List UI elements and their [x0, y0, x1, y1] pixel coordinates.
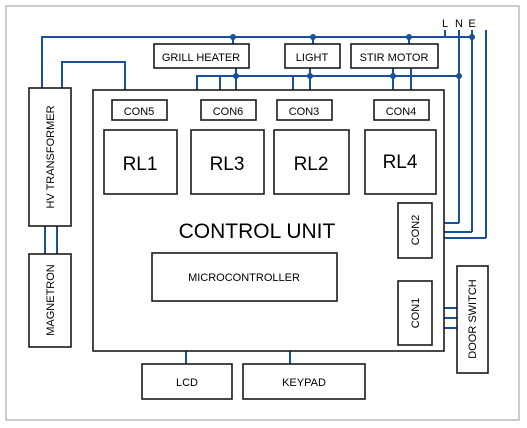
terminal-L-label: L	[442, 18, 448, 30]
terminal-N-label: N	[455, 18, 463, 30]
hv-transformer-box	[28, 87, 72, 227]
lcd-label: LCD	[176, 377, 198, 389]
junction-dot	[456, 73, 462, 79]
junction-dot	[390, 73, 396, 79]
outer-frame	[5, 5, 520, 421]
relay-rl1	[103, 129, 178, 195]
con6-label: CON6	[213, 106, 244, 118]
con3-box	[276, 99, 333, 121]
door-switch-label: DOOR SWITCH	[467, 279, 479, 358]
terminal-E-label: E	[468, 18, 475, 30]
grill-heater-label: GRILL HEATER	[162, 52, 240, 64]
junction-dot	[469, 34, 475, 40]
junction-dot	[307, 73, 313, 79]
wire-live-top	[41, 36, 472, 88]
con6-box	[200, 99, 257, 121]
door-switch-box	[456, 265, 489, 374]
relay-rl4	[364, 129, 437, 195]
relay-rl3	[190, 129, 265, 195]
light-label: LIGHT	[296, 52, 329, 64]
con3-label: CON3	[289, 106, 320, 118]
light-box	[284, 43, 341, 69]
keypad-box	[242, 363, 366, 400]
control-unit-title: CONTROL UNIT	[179, 220, 336, 243]
junction-dot	[233, 73, 239, 79]
con1-label: CON1	[410, 298, 422, 329]
junction-dot	[406, 34, 412, 40]
con2-label: CON2	[410, 215, 422, 246]
relay-rl2	[273, 129, 350, 195]
con4-label: CON4	[386, 106, 417, 118]
junction-dot	[310, 34, 316, 40]
hv-transformer-label: HV TRANSFORMER	[45, 105, 57, 208]
wire-hvt-con5	[61, 61, 126, 96]
relay-rl1-label: RL1	[123, 154, 158, 175]
lcd-box	[141, 363, 233, 400]
grill-heater-box	[153, 43, 250, 69]
con5-label: CON5	[124, 106, 155, 118]
junction-dot	[230, 34, 236, 40]
relay-rl3-label: RL3	[210, 154, 245, 175]
con5-box	[111, 99, 168, 121]
stir-motor-box	[350, 43, 439, 69]
con4-box	[373, 99, 430, 121]
con1-box	[397, 280, 433, 346]
microcontroller-label: MICROCONTROLLER	[188, 272, 300, 284]
keypad-label: KEYPAD	[282, 377, 326, 389]
con2-box	[397, 202, 433, 259]
relay-rl2-label: RL2	[294, 154, 329, 175]
relay-rl4-label: RL4	[383, 152, 418, 173]
microcontroller-box	[151, 252, 338, 302]
stir-motor-label: STIR MOTOR	[360, 52, 429, 64]
magnetron-box	[28, 253, 72, 348]
magnetron-label: MAGNETRON	[45, 264, 57, 336]
